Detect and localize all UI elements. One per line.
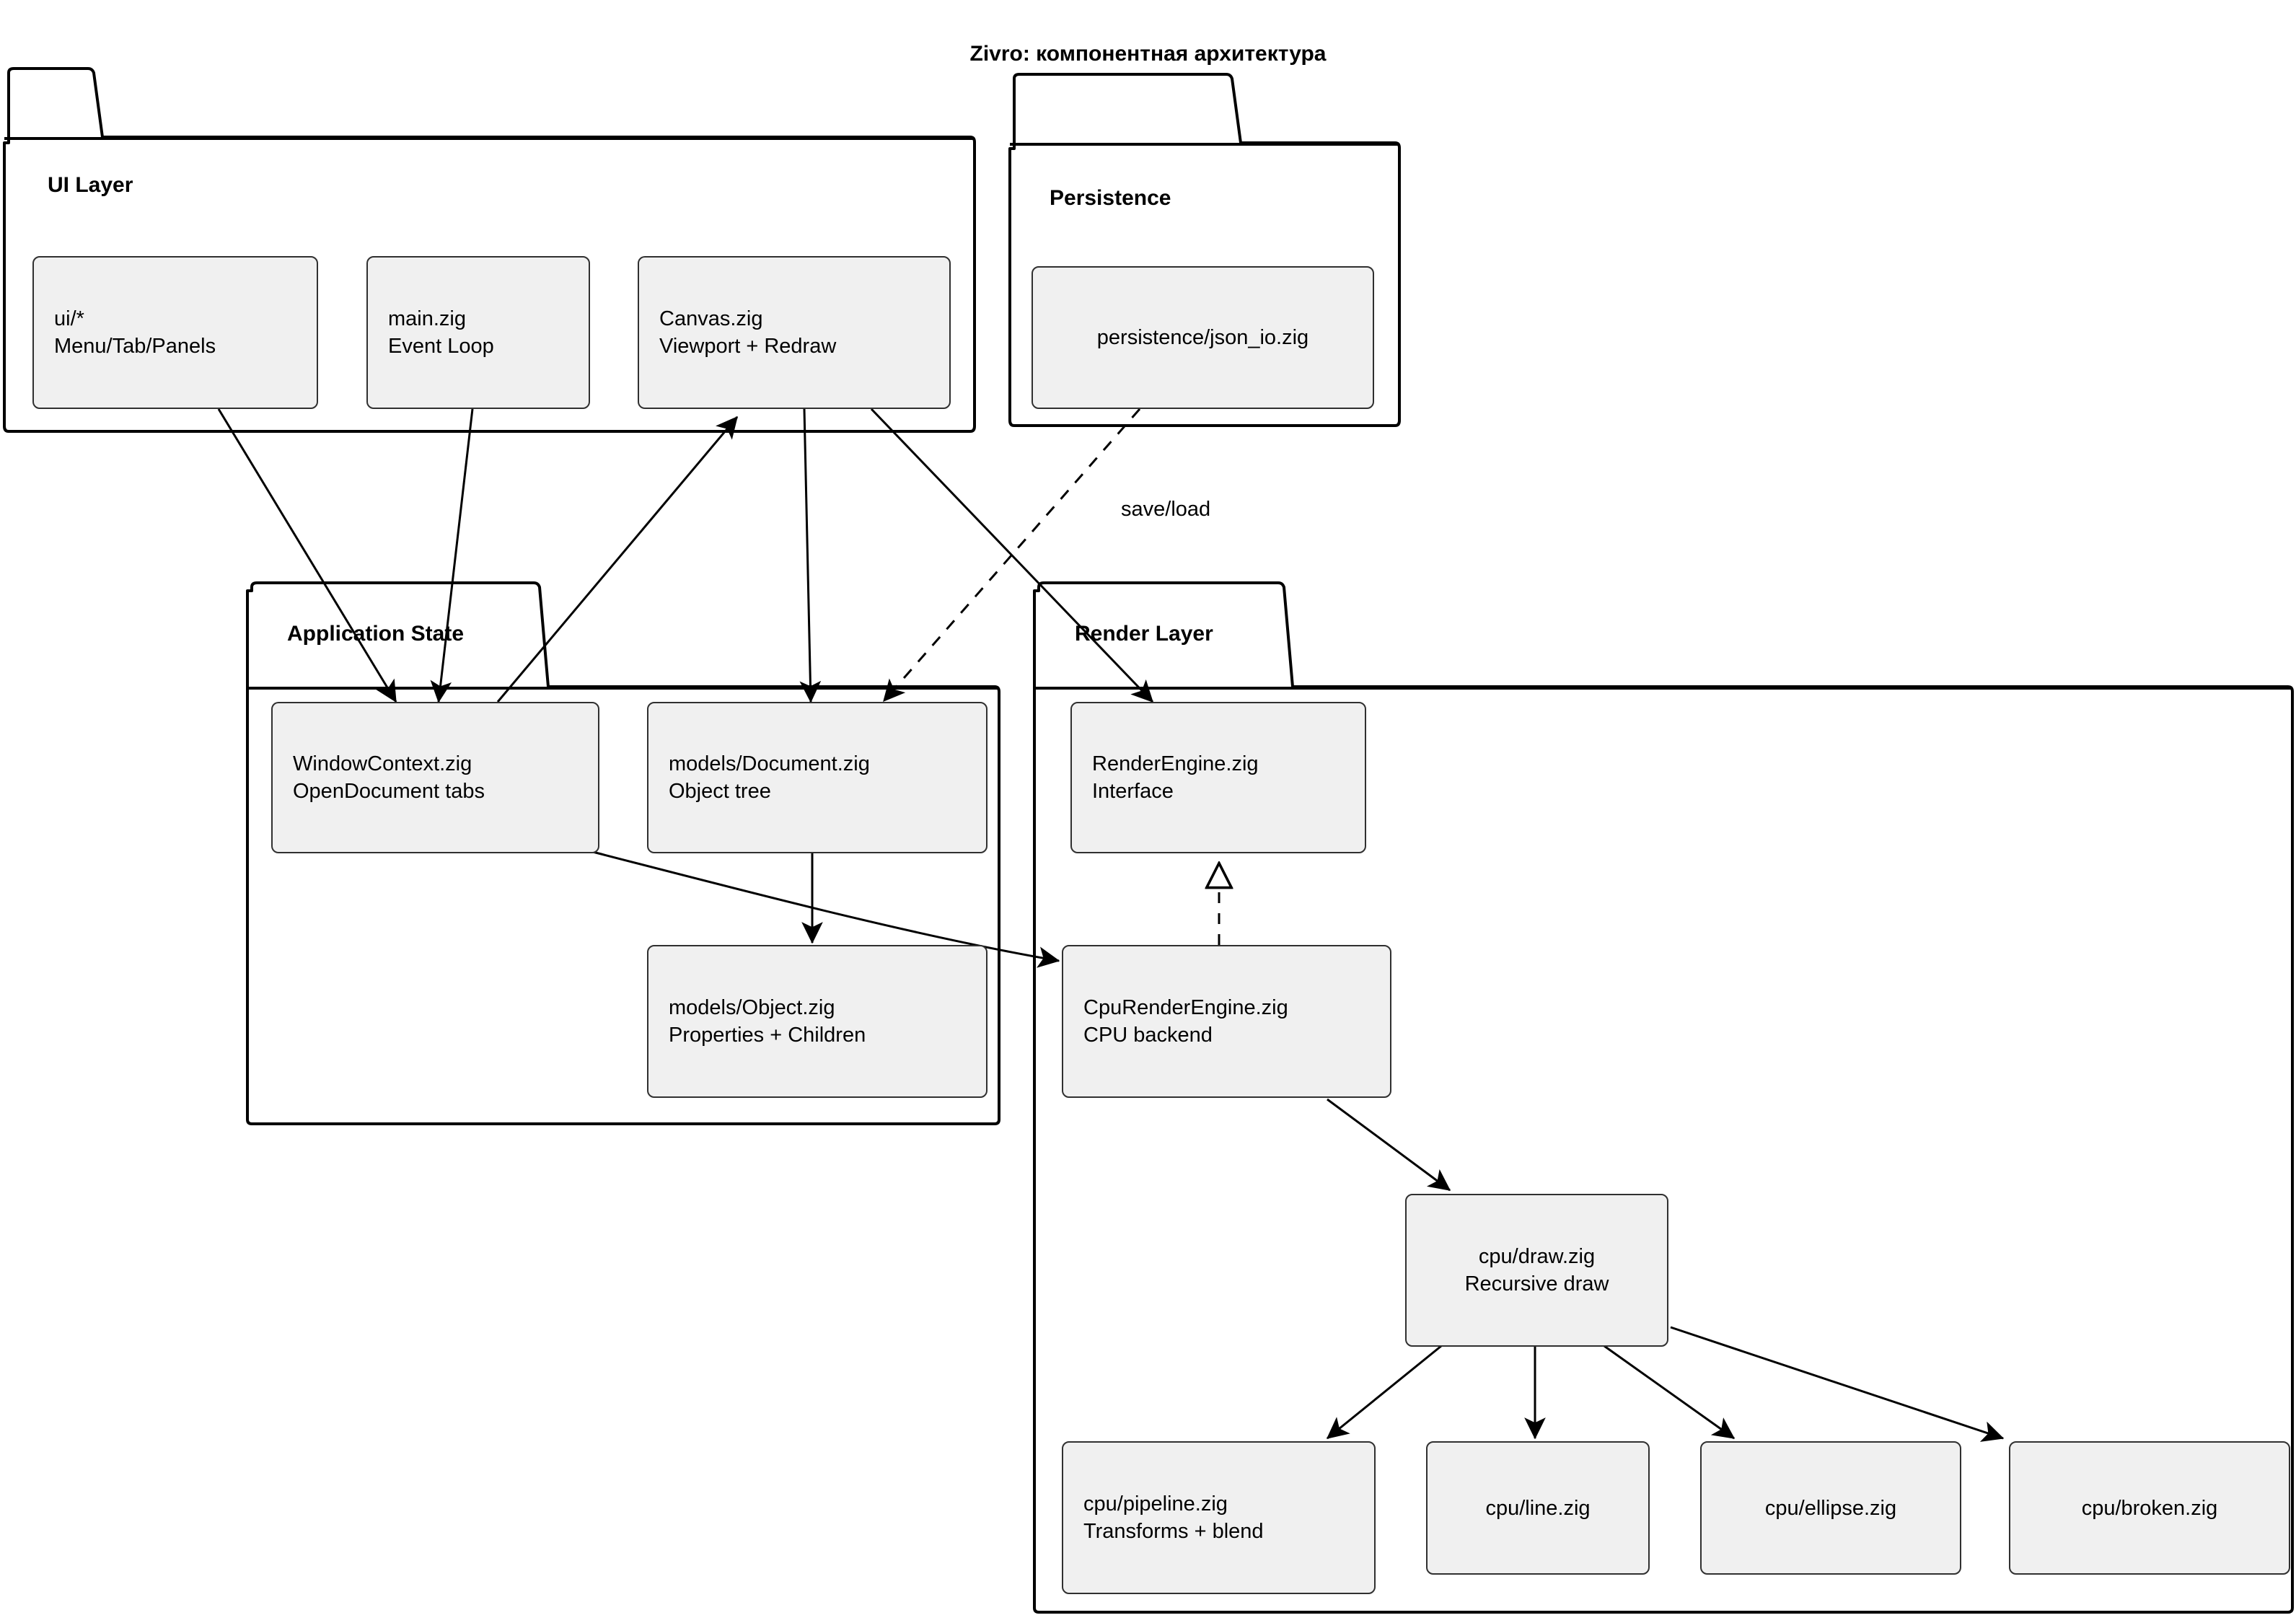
node-cpu-pipeline-label: cpu/pipeline.zig Transforms + blend: [1083, 1492, 1264, 1543]
node-cpu-line-label: cpu/line.zig: [1485, 1496, 1591, 1520]
node-main-zig-label: main.zig Event Loop: [388, 307, 494, 358]
node-canvas-zig-label: Canvas.zig Viewport + Redraw: [659, 307, 837, 358]
node-window-context-label: WindowContext.zig OpenDocument tabs: [293, 752, 485, 803]
edge-canvas-to-renderengine: [870, 408, 1154, 703]
package-label-persistence: Persistence: [1050, 186, 1171, 210]
node-models-object-label: models/Object.zig Properties + Children: [669, 996, 866, 1047]
node-cpu-line[interactable]: cpu/line.zig: [1426, 1441, 1650, 1575]
package-outline-application-state: [246, 581, 1000, 1125]
package-label-ui-layer: UI Layer: [48, 173, 133, 197]
package-label-application-state: Application State: [287, 622, 465, 646]
node-models-object[interactable]: models/Object.zig Properties + Children: [647, 945, 988, 1098]
node-render-engine[interactable]: RenderEngine.zig Interface: [1070, 702, 1366, 853]
package-outline-persistence: [1008, 73, 1401, 427]
edge-ui-to-windowcontext: [217, 408, 397, 703]
node-render-engine-label: RenderEngine.zig Interface: [1092, 752, 1259, 803]
node-persistence-json-io[interactable]: persistence/json_io.zig: [1032, 266, 1374, 409]
node-models-document-label: models/Document.zig Object tree: [669, 752, 870, 803]
node-canvas-zig[interactable]: Canvas.zig Viewport + Redraw: [638, 256, 951, 409]
node-models-document[interactable]: models/Document.zig Object tree: [647, 702, 988, 853]
node-cpu-render-engine[interactable]: CpuRenderEngine.zig CPU backend: [1062, 945, 1391, 1098]
node-main-zig[interactable]: main.zig Event Loop: [366, 256, 590, 409]
edge-cpudraw-to-cpupipeline: [1326, 1345, 1442, 1440]
node-ui-star-label: ui/* Menu/Tab/Panels: [54, 307, 216, 358]
node-persistence-json-io-label: persistence/json_io.zig: [1096, 326, 1309, 349]
package-outline-render-layer: [1033, 581, 2294, 1614]
node-cpu-ellipse-label: cpu/ellipse.zig: [1764, 1496, 1897, 1520]
page-title: Zivro: компонентная архитектура: [969, 42, 1327, 66]
node-cpu-draw-label: cpu/draw.zig Recursive draw: [1464, 1245, 1609, 1296]
edge-cpurenderengine-to-cpudraw: [1327, 1098, 1451, 1192]
edge-cpudraw-to-cpuellipse: [1604, 1345, 1736, 1440]
edge-windowcontext-to-cpurenderengine: [589, 850, 1060, 968]
node-cpu-broken-label: cpu/broken.zig: [2081, 1496, 2218, 1520]
edge-canvas-to-document: [799, 408, 822, 703]
edge-main-to-windowcontext: [430, 408, 474, 703]
package-label-render-layer: Render Layer: [1075, 622, 1213, 646]
node-cpu-draw[interactable]: cpu/draw.zig Recursive draw: [1405, 1194, 1668, 1347]
package-outline-ui-layer: [3, 67, 976, 433]
edge-label-save-load: save/load: [1121, 498, 1211, 521]
edge-windowcontext-to-canvas: [496, 415, 739, 703]
edge-cpudraw-to-cpubroken: [1670, 1326, 2005, 1442]
node-cpu-render-engine-label: CpuRenderEngine.zig CPU backend: [1083, 996, 1288, 1047]
node-cpu-broken[interactable]: cpu/broken.zig: [2009, 1441, 2290, 1575]
node-ui-star[interactable]: ui/* Menu/Tab/Panels: [32, 256, 318, 409]
node-cpu-ellipse[interactable]: cpu/ellipse.zig: [1700, 1441, 1961, 1575]
node-window-context[interactable]: WindowContext.zig OpenDocument tabs: [271, 702, 599, 853]
node-cpu-pipeline[interactable]: cpu/pipeline.zig Transforms + blend: [1062, 1441, 1376, 1594]
